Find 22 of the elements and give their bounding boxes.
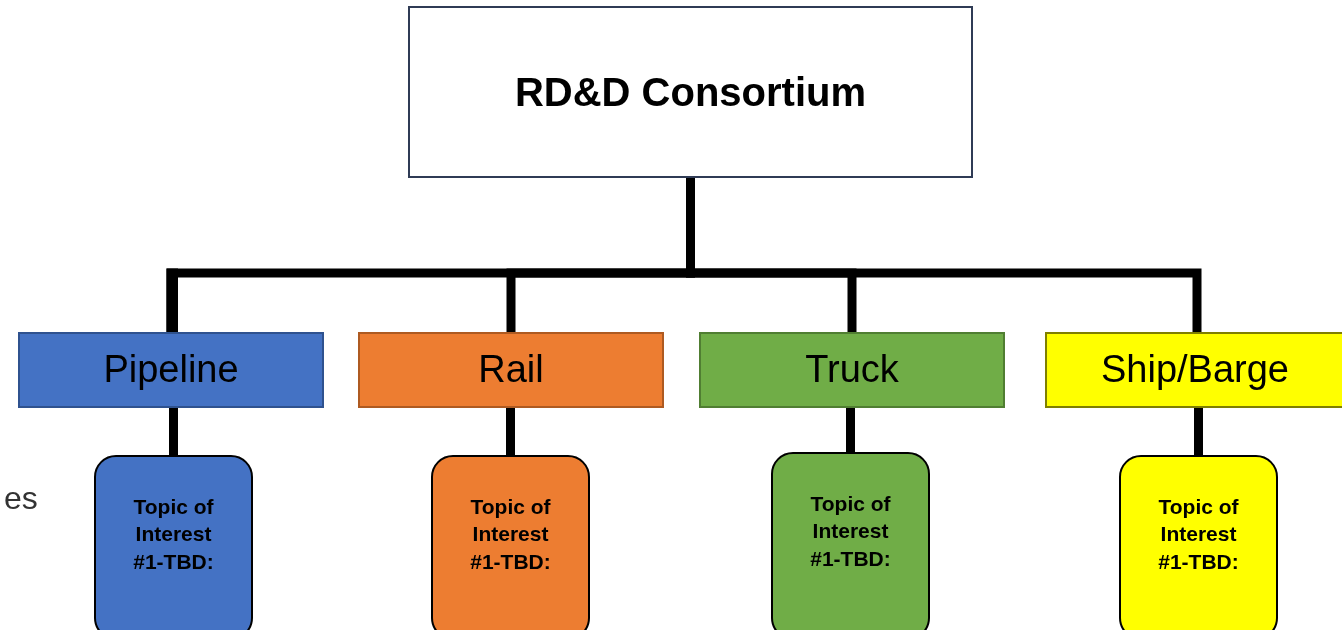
topic-label: Topic of Interest #1-TBD: [469,494,552,575]
category-box [1045,332,1342,408]
topic-box [94,455,253,630]
topic-label: Topic of Interest #1-TBD: [809,491,892,572]
category-label: Rail [478,347,544,393]
topic-box [771,452,930,630]
topic-box [431,455,590,630]
connector-line [846,408,855,452]
org-box [408,6,973,178]
category-label: Pipeline [103,347,239,393]
connector-line [1194,408,1203,455]
connector-line [506,408,515,455]
category-box [699,332,1005,408]
category-box [18,332,324,408]
topic-label: Topic of Interest #1-TBD: [1157,494,1240,575]
box-title: RD&D Consortium [514,69,867,116]
topic-box [1119,455,1278,630]
topic-label: Topic of Interest #1-TBD: [132,494,215,575]
category-label: Truck [805,347,899,393]
category-label: Ship/Barge [1101,347,1289,393]
category-box [358,332,664,408]
cut-off-text: es [4,480,38,517]
